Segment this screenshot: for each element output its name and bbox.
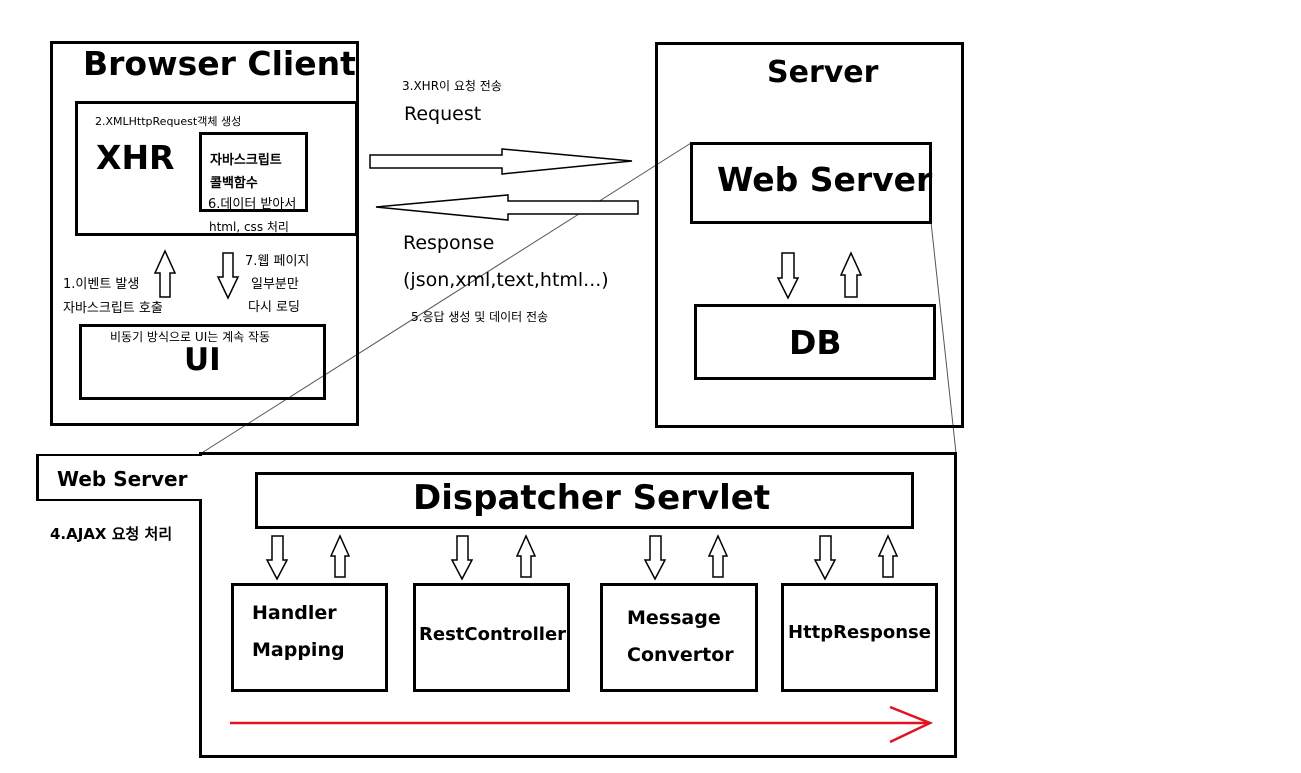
http-response-box — [781, 583, 938, 692]
browser-client-title: Browser Client — [83, 44, 356, 83]
reload-label-line-1: 7.웹 페이지 — [245, 254, 310, 269]
server-title: Server — [767, 55, 879, 90]
request-step-label: 3.XHR이 요청 전송 — [402, 79, 502, 93]
data-process-label: html, css 처리 — [209, 220, 289, 234]
webserver-label: Web Server — [717, 160, 933, 199]
callback-line-1: 자바스크립트 — [210, 153, 282, 168]
response-step-label: 5.응답 생성 및 데이터 전송 — [411, 310, 549, 324]
handler-mapping-label-1: Handler — [252, 602, 337, 624]
detail-webserver-tag-label: Web Server — [57, 467, 188, 491]
request-label: Request — [404, 103, 482, 125]
response-formats: (json,xml,text,html...) — [403, 269, 609, 291]
http-response-label: HttpResponse — [788, 622, 931, 643]
reload-label-line-2: 일부분만 — [251, 277, 299, 292]
detail-step-label: 4.AJAX 요청 처리 — [50, 525, 173, 543]
handler-mapping-label-2: Mapping — [252, 639, 345, 661]
event-label-line-1: 1.이벤트 발생 — [63, 277, 140, 292]
message-convertor-box — [600, 583, 758, 692]
ui-async-note: 비동기 방식으로 UI는 계속 작동 — [110, 330, 271, 344]
xhr-title: XHR — [96, 138, 175, 177]
event-label-line-2: 자바스크립트 호출 — [63, 301, 163, 316]
handler-mapping-box — [231, 583, 388, 692]
rest-controller-label: RestController — [419, 624, 567, 645]
detail-webserver-tag: Web Server — [36, 454, 202, 501]
detail-box — [199, 452, 957, 758]
message-convertor-label-1: Message — [627, 607, 721, 629]
callback-line-2: 콜백함수 — [210, 176, 258, 191]
xhr-box — [75, 101, 358, 236]
ui-title: UI — [184, 342, 221, 378]
request-arrow — [369, 148, 633, 175]
reload-label-line-3: 다시 로딩 — [248, 300, 300, 315]
response-label: Response — [403, 232, 495, 254]
dispatcher-servlet-box — [255, 472, 914, 529]
data-receive-label: 6.데이터 받아서 — [208, 197, 297, 212]
server-box — [655, 42, 964, 428]
db-box — [694, 304, 936, 380]
webserver-box — [690, 142, 932, 224]
rest-controller-box — [413, 583, 570, 692]
ui-box — [79, 324, 326, 400]
db-label: DB — [789, 323, 842, 362]
xhr-step-label: 2.XMLHttpRequest객체 생성 — [95, 115, 242, 128]
response-arrow — [375, 194, 639, 221]
message-convertor-label-2: Convertor — [627, 644, 734, 666]
dispatcher-servlet-label: Dispatcher Servlet — [413, 478, 771, 518]
callback-box — [199, 132, 308, 212]
